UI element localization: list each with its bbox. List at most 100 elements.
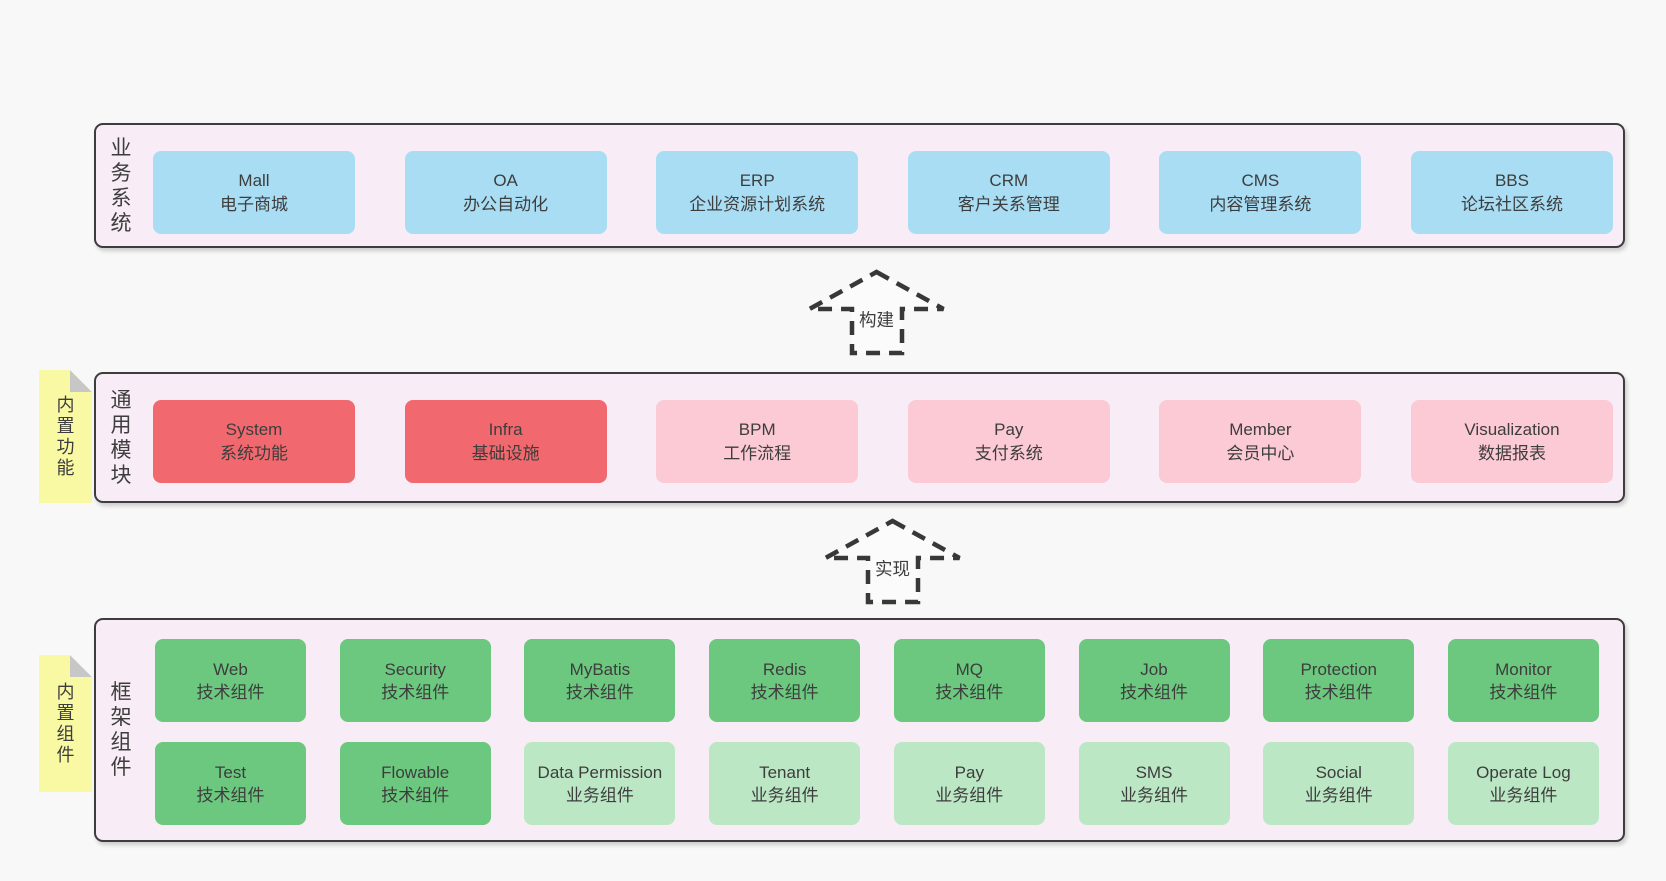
- sticky-note-text: 内置功能: [56, 394, 75, 478]
- box-operate-log: Operate Log 业务组件: [1447, 742, 1599, 825]
- box-name-en: CRM: [989, 170, 1029, 190]
- box-name-en: OA: [493, 170, 518, 190]
- box-sms: SMS 业务组件: [1078, 742, 1230, 825]
- box-name-zh: 业务组件: [1304, 785, 1373, 805]
- box-name-en: MQ: [955, 659, 983, 679]
- box-name-zh: 技术组件: [1489, 682, 1558, 702]
- arrow-implement: 实现: [822, 518, 963, 605]
- box-crm: CRM 客户关系管理: [907, 151, 1110, 234]
- box-name-en: Pay: [954, 762, 984, 782]
- sticky-note-text: 内置组件: [56, 681, 75, 765]
- box-web: Web 技术组件: [155, 639, 306, 722]
- box-job: Job 技术组件: [1078, 639, 1230, 722]
- box-name-zh: 技术组件: [935, 682, 1004, 702]
- box-cms: CMS 内容管理系统: [1159, 151, 1362, 234]
- sticky-note-builtin-features: 内置功能: [39, 370, 92, 503]
- box-name-zh: 业务组件: [565, 785, 634, 805]
- box-name-en: SMS: [1135, 762, 1173, 782]
- box-name-en: ERP: [739, 170, 775, 190]
- box-name-en: Web: [213, 659, 248, 679]
- box-name-zh: 论坛社区系统: [1460, 194, 1563, 214]
- arrow-implement-label: 实现: [875, 559, 910, 579]
- band-label-text: 通用模块: [110, 388, 132, 487]
- folded-corner-icon: [70, 370, 92, 392]
- box-name-zh: 客户关系管理: [957, 194, 1060, 214]
- sticky-note-builtin-components: 内置组件: [39, 655, 92, 792]
- box-name-zh: 支付系统: [974, 443, 1043, 463]
- box-name-en: Operate Log: [1476, 762, 1571, 782]
- box-name-en: Visualization: [1464, 419, 1560, 439]
- box-pay: Pay 业务组件: [893, 742, 1045, 825]
- box-pay: Pay 支付系统: [907, 400, 1110, 483]
- box-name-en: Security: [384, 659, 446, 679]
- box-name-en: System: [225, 419, 283, 439]
- arrow-build-label: 构建: [859, 310, 894, 330]
- box-name-en: Infra: [488, 419, 523, 439]
- dashed-up-arrow-icon: [808, 269, 945, 356]
- folded-corner-icon: [70, 655, 92, 677]
- box-name-zh: 技术组件: [196, 682, 265, 702]
- box-name-en: Monitor: [1495, 659, 1552, 679]
- box-name-zh: 业务组件: [1120, 785, 1189, 805]
- box-mq: MQ 技术组件: [893, 639, 1045, 722]
- box-name-en: Test: [214, 762, 247, 782]
- box-name-zh: 技术组件: [1120, 682, 1189, 702]
- box-name-en: MyBatis: [569, 659, 631, 679]
- band-label-text: 业务系统: [110, 136, 132, 235]
- box-name-en: Protection: [1300, 659, 1377, 679]
- box-name-zh: 业务组件: [1489, 785, 1558, 805]
- box-name-en: Mall: [238, 170, 270, 190]
- box-protection: Protection 技术组件: [1263, 639, 1415, 722]
- box-member: Member 会员中心: [1159, 400, 1362, 483]
- box-name-zh: 基础设施: [471, 443, 540, 463]
- box-name-en: Redis: [762, 659, 807, 679]
- box-name-en: Tenant: [759, 762, 811, 782]
- box-name-zh: 工作流程: [723, 443, 792, 463]
- box-test: Test 技术组件: [155, 742, 306, 825]
- box-name-zh: 业务组件: [935, 785, 1004, 805]
- box-name-en: Pay: [994, 419, 1024, 439]
- box-name-en: BBS: [1494, 170, 1529, 190]
- box-name-zh: 办公自动化: [463, 194, 549, 214]
- box-social: Social 业务组件: [1263, 742, 1415, 825]
- box-name-zh: 业务组件: [750, 785, 819, 805]
- box-name-en: Job: [1140, 659, 1168, 679]
- box-name-en: Flowable: [381, 762, 450, 782]
- box-name-en: Member: [1229, 419, 1292, 439]
- box-name-zh: 会员中心: [1226, 443, 1295, 463]
- box-name-zh: 电子商城: [220, 194, 288, 214]
- band-label-framework-components: 框架组件: [108, 620, 134, 840]
- box-name-zh: 技术组件: [196, 785, 265, 805]
- arrow-build: 构建: [806, 269, 947, 356]
- box-name-zh: 技术组件: [750, 682, 819, 702]
- box-mybatis: MyBatis 技术组件: [524, 639, 676, 722]
- box-name-zh: 技术组件: [565, 682, 634, 702]
- box-name-en: Data Permission: [537, 762, 663, 782]
- box-name-zh: 系统功能: [220, 443, 288, 463]
- box-name-zh: 技术组件: [1304, 682, 1373, 702]
- box-name-en: CMS: [1241, 170, 1280, 190]
- box-oa: OA 办公自动化: [404, 151, 607, 234]
- dashed-up-arrow-icon: [824, 518, 961, 605]
- box-name-zh: 内容管理系统: [1209, 194, 1312, 214]
- box-name-zh: 技术组件: [381, 682, 450, 702]
- band-label-common-modules: 通用模块: [108, 374, 134, 501]
- box-monitor: Monitor 技术组件: [1447, 639, 1599, 722]
- box-name-en: Social: [1315, 762, 1362, 782]
- box-security: Security 技术组件: [339, 639, 491, 722]
- box-bbs: BBS 论坛社区系统: [1410, 151, 1613, 234]
- box-data-permission: Data Permission 业务组件: [524, 742, 676, 825]
- band-framework-components: 框架组件 Web 技术组件 Security 技术组件 MyBatis 技术组件 Redis…: [94, 618, 1625, 842]
- band-label-text: 框架组件: [110, 681, 132, 779]
